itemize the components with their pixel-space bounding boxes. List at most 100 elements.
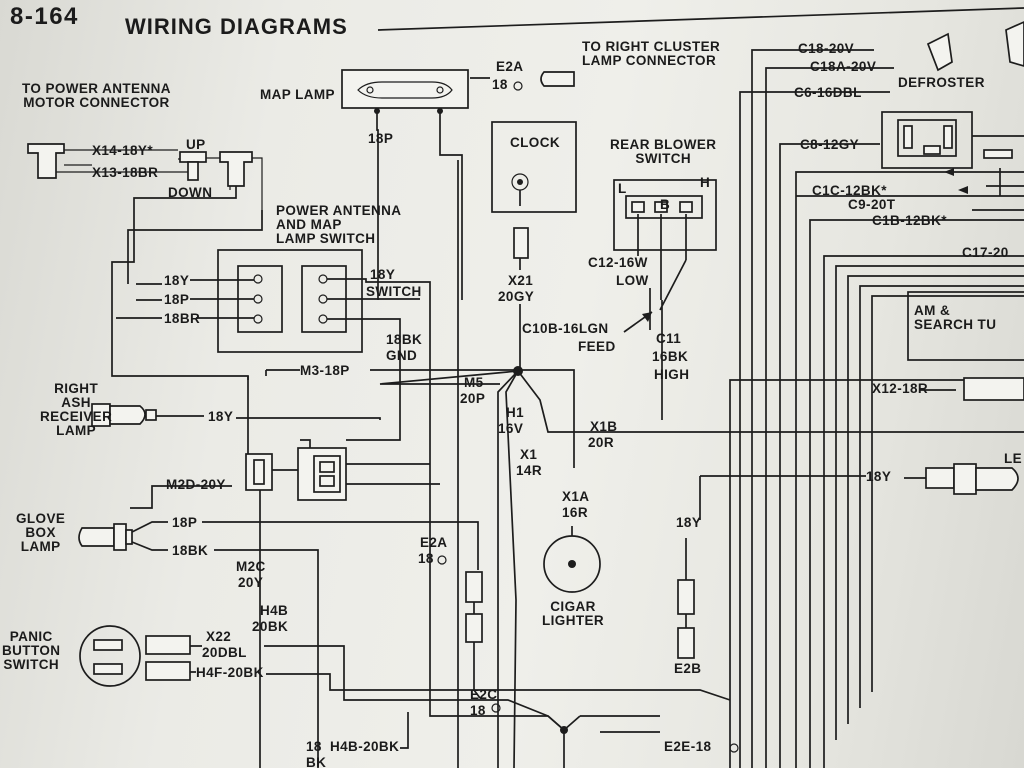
e2c-gauge: 18 [470,703,486,718]
e2b-label: E2B [674,661,702,676]
c18-label: C18-20V [798,41,855,56]
wire-18y-right-lamp [700,475,926,479]
wire-m2d [130,485,232,509]
right-18y-lower-label: 18Y [866,469,892,484]
down-label: DOWN [168,185,213,200]
x13-label: X13-18BR [92,165,159,180]
panic-button-label: PANIC BUTTON SWITCH [2,629,61,672]
x1a-label: X1A [562,489,590,504]
right-18y-mid-label: 18Y [676,515,702,530]
up-label: UP [186,137,206,152]
e2a-mid-label: E2A [420,535,448,550]
h4b-gauge: 20BK [252,619,289,634]
panic-button-switch [79,625,191,687]
c8-label: C8-12GY [800,137,860,152]
x1b-gauge: 20R [588,435,614,450]
wires-right-connector [272,340,440,485]
e2c-label: E2C [470,687,498,702]
x1-label: X1 [520,447,538,462]
wire-connector-top [300,439,311,448]
defroster-switch [881,21,1024,211]
wire-m3 [370,369,575,468]
wire-glove-18bk [131,541,319,768]
m2d-label: M2D-20Y [166,477,226,492]
x1a-gauge: 16R [562,505,588,520]
h4f-label: H4F-20BK [196,665,264,680]
wire-map-lamp-right [439,112,463,768]
wire-map-18p [376,112,379,300]
m5-gauge: 20P [460,391,486,406]
e2a-top-gauge: 18 [492,77,508,92]
c1c-label: C1C-12BK* [812,183,887,198]
blower-l-label: L [618,181,627,196]
wire-x22 [190,645,549,717]
arrow-head [642,312,652,322]
x22-gauge: 20DBL [202,645,247,660]
wire-glove-18p [131,521,479,570]
wire-m3-left [265,369,300,376]
am-search-label: AM & SEARCH TU [914,303,997,332]
x12-label: X12-18R [872,381,929,396]
low-label: LOW [616,273,649,288]
wire-m5 [379,370,519,385]
clock [491,121,577,259]
cigar-lighter-label: CIGAR LIGHTER [542,599,605,628]
right-lamp-label: LE [1004,451,1023,466]
am-search-tuner [907,291,1024,361]
m2c-label: M2C [236,559,266,574]
switch-left-leads [116,283,162,319]
e2e-label: E2E-18 [664,739,712,754]
wire-m2c [247,376,261,768]
map-18p-label: 18P [368,131,394,146]
middle-connector-right [297,447,347,501]
blower-switch-leads [637,214,687,300]
high-label: HIGH [654,367,690,382]
defroster-label: DEFROSTER [898,75,985,90]
x1-gauge: 14R [516,463,542,478]
switch-lead-connector [206,151,263,220]
bottom-bk-label: BK [306,755,327,768]
blower-wires [649,259,687,420]
h1-label: H1 [506,405,525,420]
e2e-terminal [729,743,739,753]
clock-label: CLOCK [510,135,560,150]
wire-h4b [400,712,409,749]
c11-gauge: 16BK [652,349,689,364]
wire-x1 [505,370,519,768]
gnd-18bk-label: 18BK [386,332,423,347]
glove-box-label: GLOVE BOX LAMP [16,511,66,554]
c11-label: C11 [656,331,682,346]
c18a-label: C18A-20V [810,59,877,74]
wire-h4f [190,671,731,701]
wire-18y-antenna [111,186,249,380]
c9-label: C9-20T [848,197,896,212]
switch-18br-label: 18BR [164,311,201,326]
right-harness [729,49,1024,768]
cluster-connector [540,71,575,87]
rear-blower-label: REAR BLOWER SWITCH [610,137,717,166]
switch-18p-label: 18P [164,292,190,307]
wire-down [127,210,263,284]
blower-h-label: H [700,175,711,190]
cigar-lighter [543,535,601,593]
c6-label: C6-16DBL [794,85,862,100]
blower-b-label: B [660,197,671,212]
m5-label: M5 [464,375,484,390]
c1b-label: C1B-12BK* [872,213,947,228]
e2a-top-label: E2A [496,59,524,74]
ash-18y-label: 18Y [208,409,234,424]
c12-label: C12-16W [588,255,648,270]
right-lamp [925,463,1019,495]
feed-label: FEED [578,339,616,354]
switch-right-wires [327,278,431,560]
middle-connector-left [245,453,273,491]
map-lamp [341,69,469,114]
x1b-label: X1B [590,419,618,434]
switch-18y-label: 18Y [164,273,190,288]
map-lamp-label: MAP LAMP [260,87,335,102]
e2a-top-terminal [513,81,523,91]
x21-gauge: 20GY [498,289,535,304]
power-antenna-switch [217,249,363,353]
up-down-connector [178,151,207,181]
